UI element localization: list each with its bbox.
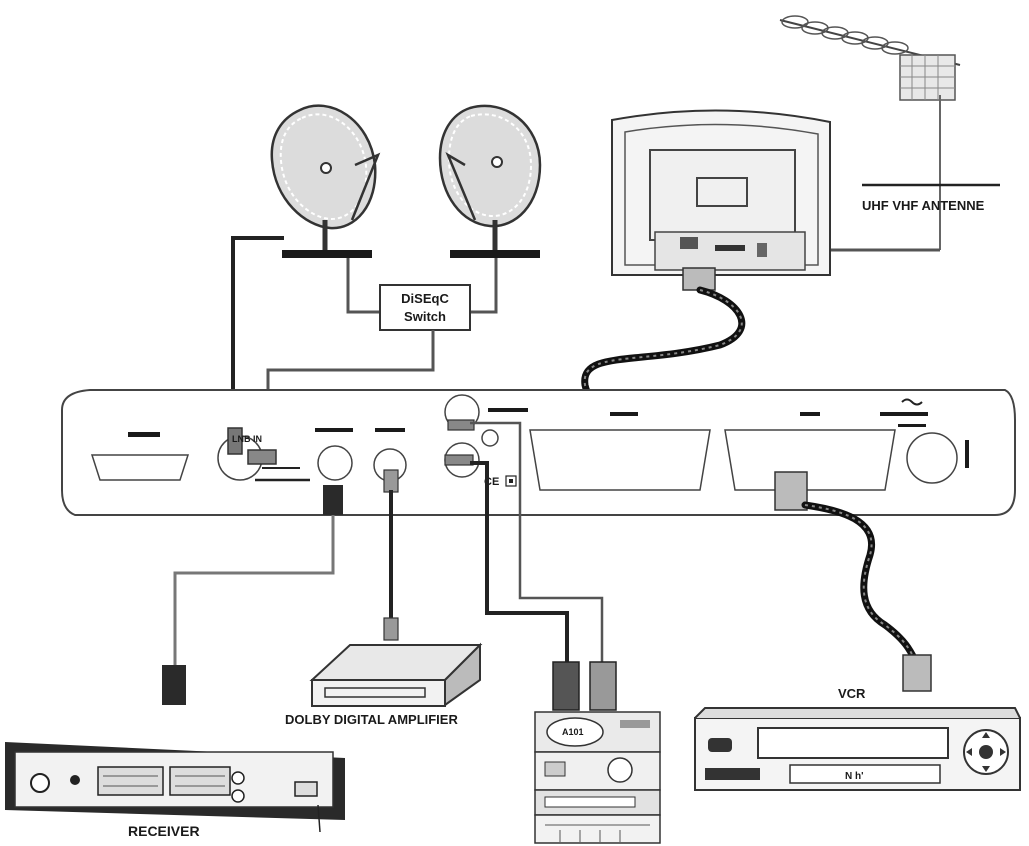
- dolby-digital-amplifier: [309, 642, 483, 707]
- lnb-in-label: LNB IN: [232, 434, 262, 444]
- amplifier-cable: [383, 469, 399, 641]
- dish1-direct-cable: [231, 236, 284, 430]
- receiver-label: RECEIVER: [128, 823, 200, 839]
- diseqc-label-line1: DiSEqC: [401, 291, 449, 306]
- vcr-scart-cable: [774, 471, 932, 692]
- diseqc-label-line2: Switch: [404, 309, 446, 324]
- uhf-vhf-antenna: [779, 15, 1000, 250]
- television: [611, 109, 831, 276]
- amplifier-label: DOLBY DIGITAL AMPLIFIER: [285, 712, 458, 727]
- dish2-to-switch-cable: [470, 258, 498, 314]
- receiver-device: [5, 742, 345, 833]
- vcr-label: VCR: [838, 686, 866, 701]
- diseqc-switch: [379, 284, 471, 331]
- vcr-display-text: N h': [845, 771, 864, 782]
- receiver-back-panel: [61, 389, 1016, 516]
- satellite-dish-2: [438, 104, 542, 258]
- antenna-label: UHF VHF ANTENNE: [862, 198, 985, 213]
- vcr-device: [694, 707, 1021, 791]
- receiver-cable: [162, 485, 343, 705]
- dish1-to-switch-cable: [346, 258, 380, 314]
- av-rca-cables: [470, 421, 617, 711]
- audio-video-device-stack: [534, 711, 661, 844]
- satellite-dish-1: [270, 104, 381, 258]
- av-device-brand: A101: [562, 727, 584, 737]
